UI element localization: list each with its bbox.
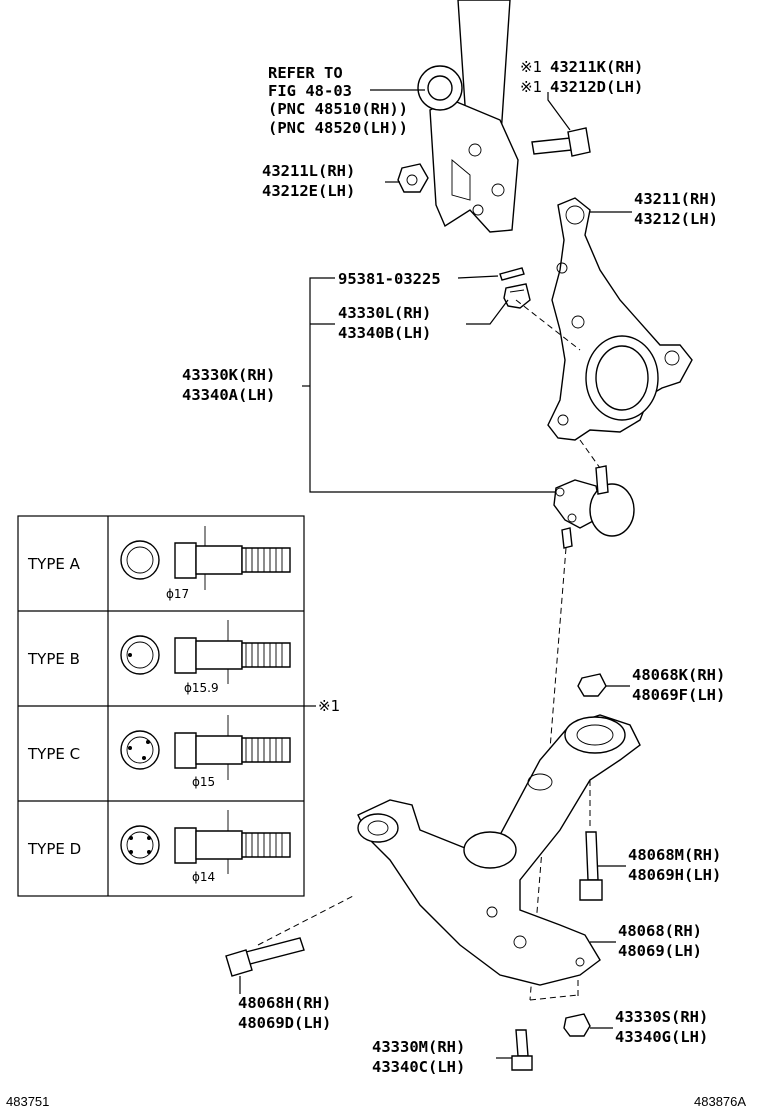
refer-note-line3: (PNC 48510(RH)) — [268, 100, 408, 118]
callout-mark: ※1 — [520, 78, 542, 96]
ball-joint — [553, 465, 635, 549]
callout-lh: 43212(LH) — [634, 210, 718, 228]
callout-arm-bolt-front: 48068H(RH) 48069D(LH) — [238, 976, 331, 1032]
bolt-type-dim: ϕ17 — [166, 587, 189, 601]
bolt-type-row: TYPE C ϕ15 — [27, 715, 291, 789]
callout-lh: 43340G(LH) — [615, 1028, 708, 1046]
arm-bolt-front — [225, 937, 305, 977]
callout-code: 95381-03225 — [338, 270, 441, 288]
callout-castle-nut: 43330L(RH) 43340B(LH) — [338, 299, 509, 342]
callout-rh: 43330S(RH) — [615, 1008, 708, 1026]
callout-rh: 43330L(RH) — [338, 304, 431, 322]
bolt-type-dim: ϕ15 — [192, 775, 215, 789]
callout-lh: 43212E(LH) — [262, 182, 355, 200]
refer-note-line2: FIG 48-03 — [268, 82, 352, 100]
callout-ball-joint: 43330K(RH) 43340A(LH) — [182, 277, 555, 493]
bolt-type-name: TYPE A — [27, 555, 81, 573]
callout-knuckle: 43211(RH) 43212(LH) — [590, 190, 718, 228]
top-bolt — [531, 127, 591, 157]
callout-rh: 43211(RH) — [634, 190, 718, 208]
callout-arm-nut: 48068K(RH) 48069F(LH) — [606, 666, 725, 704]
callout-lh: 48069H(LH) — [628, 866, 721, 884]
callout-rh: 43330M(RH) — [372, 1038, 465, 1056]
footer-right-code: 483876A — [694, 1094, 746, 1109]
callout-rh: 43330K(RH) — [182, 366, 275, 384]
bolt-type-table: ※1 TYPE A ϕ17 TYPE B ϕ15.9 — [17, 515, 340, 897]
callout-lh: 43340A(LH) — [182, 386, 275, 404]
callout-lh: 43212D(LH) — [550, 78, 643, 96]
bolt-type-row: TYPE B ϕ15.9 — [27, 620, 291, 695]
strut-assembly — [417, 0, 519, 233]
callout-rh: 43211L(RH) — [262, 162, 355, 180]
bolt-type-row: TYPE D ϕ14 — [27, 810, 291, 884]
callout-bolt-top: ※1 43211K(RH) ※1 43212D(LH) — [520, 58, 643, 131]
callout-lh: 48069F(LH) — [632, 686, 725, 704]
callout-mark: ※1 — [520, 58, 542, 76]
callout-lh: 43340B(LH) — [338, 324, 431, 342]
top-nut — [397, 163, 429, 193]
callout-joint-nut: 43330S(RH) 43340G(LH) — [590, 1008, 708, 1046]
footer-left-code: 483751 — [6, 1094, 49, 1109]
castle-nut — [503, 283, 531, 309]
callout-rh: 43211K(RH) — [550, 58, 643, 76]
callout-rh: 48068K(RH) — [632, 666, 725, 684]
refer-note-line1: REFER TO — [268, 64, 343, 82]
callout-lh: 48069D(LH) — [238, 1014, 331, 1032]
bolt-type-name: TYPE C — [27, 745, 80, 763]
callout-rh: 48068(RH) — [618, 922, 702, 940]
bolt-type-name: TYPE B — [27, 650, 80, 668]
callout-rh: 48068M(RH) — [628, 846, 721, 864]
callout-arm-bolt-rear: 48068M(RH) 48069H(LH) — [598, 846, 721, 884]
arm-bolt-rear — [579, 831, 603, 901]
joint-bolt — [511, 1029, 533, 1071]
joint-nut — [563, 1013, 591, 1037]
callout-nut-top: 43211L(RH) 43212E(LH) — [262, 162, 400, 200]
callout-lh: 48069(LH) — [618, 942, 702, 960]
steering-knuckle — [547, 197, 693, 441]
lower-arm — [357, 714, 641, 986]
callout-joint-bolt: 43330M(RH) 43340C(LH) — [372, 1038, 512, 1076]
refer-note-line4: (PNC 48520(LH)) — [268, 119, 408, 137]
bolt-type-row: TYPE A ϕ17 — [27, 526, 291, 601]
callout-cotter-pin: 95381-03225 — [338, 270, 499, 288]
bolt-type-dim: ϕ14 — [192, 870, 215, 884]
callout-lower-arm: 48068(RH) 48069(LH) — [590, 922, 702, 960]
cotter-pin — [499, 267, 525, 281]
bolt-type-mark: ※1 — [318, 697, 340, 715]
callout-rh: 48068H(RH) — [238, 994, 331, 1012]
bolt-type-name: TYPE D — [27, 840, 81, 858]
arm-nut — [577, 673, 607, 697]
bolt-type-dim: ϕ15.9 — [184, 681, 219, 695]
callout-lh: 43340C(LH) — [372, 1058, 465, 1076]
refer-note: REFER TO FIG 48-03 (PNC 48510(RH)) (PNC … — [268, 64, 425, 137]
